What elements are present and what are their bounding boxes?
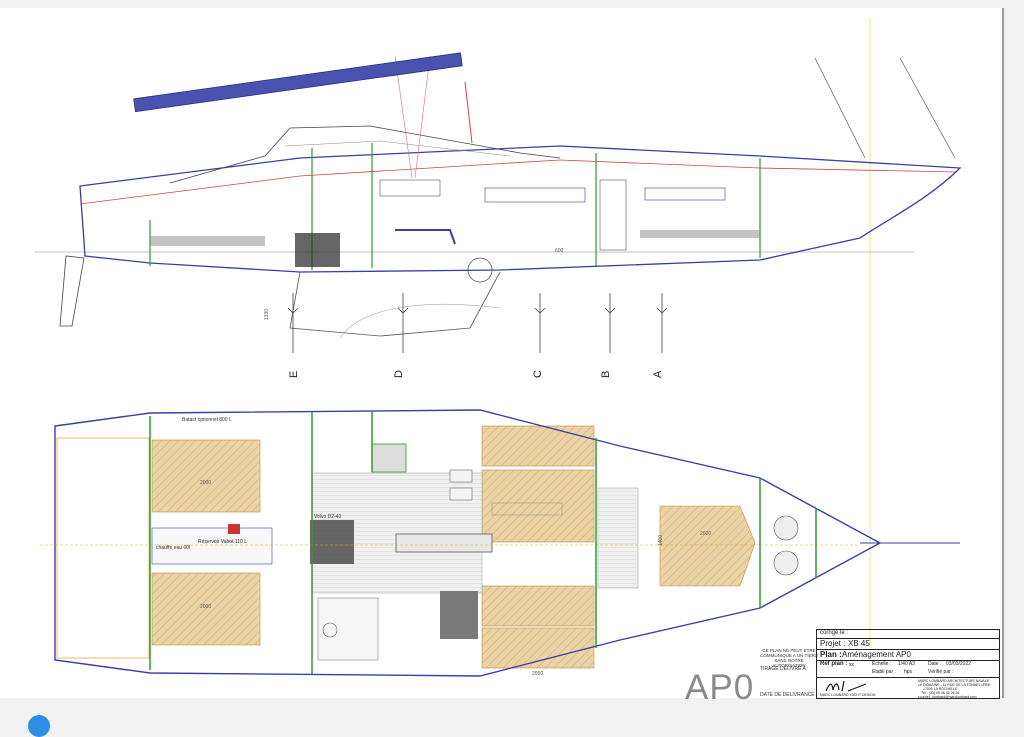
section-letter-b: B bbox=[600, 371, 612, 378]
date-value: 03/03/2022 bbox=[946, 661, 972, 667]
dim-height-1: 1330 bbox=[264, 309, 270, 320]
corrige-label: corrigé le : bbox=[820, 630, 849, 636]
mast-foot bbox=[464, 81, 473, 144]
section-letter-d: D bbox=[393, 370, 405, 378]
plan-view: Batast optionnel 800 L chauffe eau 60l R… bbox=[40, 409, 960, 677]
chat-bubble-icon[interactable] bbox=[28, 715, 50, 737]
dim-salon: 1400 bbox=[658, 535, 664, 546]
water-heater-label: chauffe eau 60l bbox=[156, 545, 190, 551]
plan-value: Aménagement AP0 bbox=[842, 650, 911, 659]
delivery-label: DATE DE DELIVRANCE : bbox=[760, 692, 818, 698]
plan-label: Plan : bbox=[820, 650, 842, 659]
hull-plan bbox=[54, 409, 882, 677]
echelle-value: 1/40 A3 bbox=[898, 661, 915, 667]
date-label: Date : bbox=[928, 661, 942, 667]
galley bbox=[371, 443, 407, 473]
keel bbox=[289, 271, 501, 337]
title-block: corrigé le : Projet : XB 45 Plan : Aména… bbox=[758, 629, 1000, 699]
hull-profile bbox=[79, 145, 962, 273]
dim-bunk-bottom: 2000 bbox=[200, 604, 211, 610]
office-line-3: 17000 LA ROCHELLE bbox=[923, 687, 958, 691]
naval-plan-drawing: 1330 600 E D C B A bbox=[35, 18, 962, 677]
drawing-sheet: 1330 600 E D C B A bbox=[0, 8, 1004, 707]
dim-forepeak: 2020 bbox=[700, 531, 711, 537]
office-line-5: courriel : lombard@marclombard.com bbox=[918, 695, 977, 699]
projet-value: XB 45 bbox=[848, 639, 870, 648]
aft-cabin-stbd-bunk bbox=[151, 572, 261, 646]
etabli-value: hps bbox=[904, 669, 913, 675]
sheet-label: AP0 bbox=[685, 668, 755, 707]
office-line-2: LE DOMAINE - 11 RUE DE LA TONNELLERIE bbox=[918, 683, 991, 687]
ballast-label: Batast optionnel 800 L bbox=[182, 417, 232, 423]
deckhouse bbox=[169, 125, 561, 184]
ref-label: Ref plan : bbox=[820, 661, 848, 667]
ref-value: xx bbox=[849, 662, 854, 668]
office-line-4: Tél : (33) 05 46 45 26 26 bbox=[921, 691, 960, 695]
dim-bunk-top: 2000 bbox=[200, 480, 211, 486]
logo-caption: MARC LOMBARD YACHT DESIGN bbox=[820, 693, 876, 697]
boom bbox=[133, 52, 463, 113]
office-line-1: MARC LOMBARD ARCHITECTURE NAVALE bbox=[918, 679, 990, 683]
engine-profile bbox=[295, 233, 340, 267]
reservoir-label: Réservoir Vabot 110 L bbox=[198, 539, 247, 545]
section-letter-e: E bbox=[288, 371, 300, 378]
disclaimer-text: CE PLAN NE PEUT ETRE COMMUNIQUE A UN TIE… bbox=[760, 648, 818, 668]
dim-height-2: 600 bbox=[555, 248, 564, 254]
engine-plan bbox=[310, 520, 354, 564]
projet-label: Projet : bbox=[820, 639, 846, 648]
dim-aft-width: 2050 bbox=[532, 671, 543, 677]
side-profile: 1330 600 bbox=[35, 52, 962, 339]
etabli-label: Etabli par : bbox=[872, 669, 896, 675]
aft-cabin-port-bunk bbox=[151, 439, 261, 513]
saloon-table bbox=[395, 533, 493, 553]
tirage-label: TIRAGE DELIVRE A : bbox=[760, 666, 809, 672]
section-cuts bbox=[287, 293, 668, 353]
title-block-frame bbox=[816, 629, 1000, 699]
designer-logo bbox=[825, 680, 867, 692]
dark-locker bbox=[440, 591, 478, 639]
echelle-label: Echelle : bbox=[872, 661, 892, 667]
engine-label: Volvo D2-40 bbox=[314, 514, 341, 520]
verifie-label: Vérifié par : bbox=[928, 669, 954, 675]
head-compartment bbox=[317, 597, 379, 661]
rudder bbox=[59, 255, 85, 327]
section-letter-a: A bbox=[652, 370, 664, 378]
section-letter-c: C bbox=[532, 370, 544, 378]
forepeak-bunk bbox=[659, 505, 756, 587]
